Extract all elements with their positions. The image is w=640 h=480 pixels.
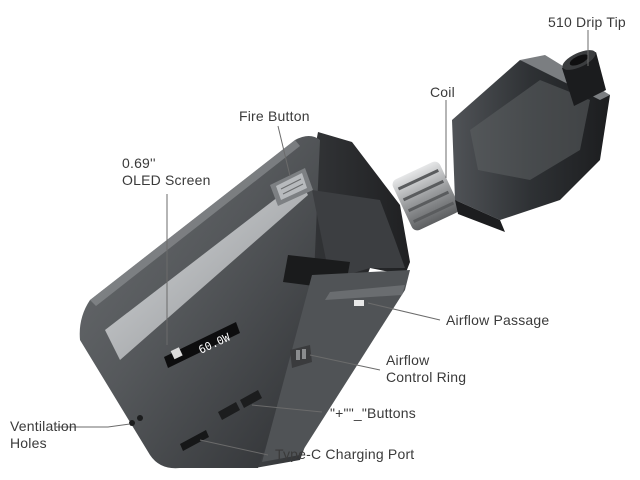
label-airflow-ring-line2: Control Ring bbox=[386, 369, 467, 385]
label-type-c-charging-port: Type-C Charging Port bbox=[275, 446, 415, 462]
coil bbox=[392, 161, 460, 231]
label-ventilation-line2: Holes bbox=[10, 435, 47, 451]
adjust-buttons bbox=[218, 390, 262, 420]
label-ventilation-line1: Ventilation bbox=[10, 418, 77, 434]
label-airflow-ring-line1: Airflow bbox=[386, 352, 430, 368]
label-oled-screen: 0.69'' OLED Screen bbox=[122, 155, 211, 189]
label-fire-button: Fire Button bbox=[239, 108, 310, 124]
label-ventilation-holes: Ventilation Holes bbox=[10, 418, 77, 452]
drip-tip bbox=[562, 50, 606, 106]
type-c-port bbox=[180, 430, 209, 451]
label-airflow-control-ring: Airflow Control Ring bbox=[386, 352, 466, 386]
label-510-drip-tip: 510 Drip Tip bbox=[548, 14, 626, 30]
label-adjust-buttons: "+""_"Buttons bbox=[330, 405, 416, 421]
label-coil: Coil bbox=[430, 84, 455, 100]
ventilation-holes bbox=[129, 415, 143, 426]
mod-body bbox=[79, 132, 410, 469]
label-oled-size: 0.69'' bbox=[122, 155, 156, 171]
airflow-control-ring bbox=[290, 345, 312, 368]
label-oled-name: OLED Screen bbox=[122, 172, 211, 188]
airflow-passage bbox=[354, 300, 364, 306]
fire-button bbox=[270, 168, 313, 206]
leader-lines bbox=[56, 30, 589, 456]
label-airflow-passage: Airflow Passage bbox=[446, 312, 550, 328]
